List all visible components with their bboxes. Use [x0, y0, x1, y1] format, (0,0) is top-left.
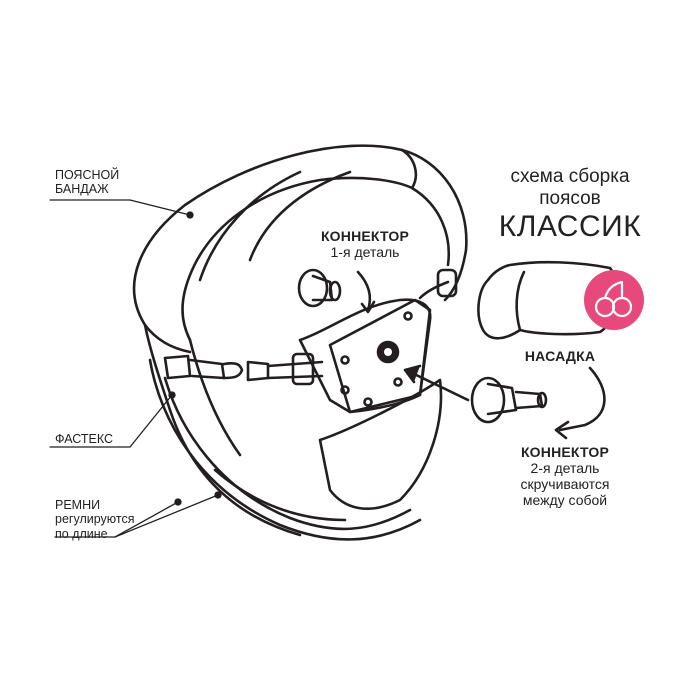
waist-band-label: ПОЯСНОЙ БАНДАЖ [55, 168, 145, 197]
title-line2: поясов [539, 187, 601, 209]
connector1-sub: 1-я деталь [330, 244, 400, 261]
connector-2-shape [470, 376, 548, 424]
cherry-logo-icon [584, 270, 644, 330]
nozzle-shape [477, 260, 618, 340]
connector2-line1: 2-я деталь [530, 460, 600, 477]
nozzle-label-text: НАСАДКА [524, 348, 596, 364]
straps-label-line3: по длине [55, 526, 108, 541]
title-line3: КЛАССИК [498, 209, 642, 243]
waist-band-label-line2: БАНДАЖ [55, 182, 109, 197]
fastex-label: ФАСТЕКС [55, 432, 145, 446]
connector2-title: КОННЕКТОР [520, 444, 610, 460]
connector1-label: КОННЕКТОР 1-я деталь [300, 228, 430, 260]
fastex-label-text: ФАСТЕКС [55, 432, 114, 446]
waist-band-label-line1: ПОЯСНОЙ [55, 168, 120, 182]
band-ring-shape [418, 268, 458, 300]
straps-label: РЕМНИ регулируются по длине [55, 498, 165, 541]
pointer-lines [49, 199, 222, 538]
leg-straps-shape [148, 358, 422, 541]
nozzle-label: НАСАДКА [505, 348, 615, 364]
fastex-buckle-shape [163, 352, 324, 386]
connector-1-shape [297, 268, 342, 308]
connector2-line2: скручиваются [520, 476, 610, 493]
arrows [356, 270, 606, 440]
connector2-label: КОННЕКТОР 2-я деталь скручиваются между … [495, 444, 635, 508]
title-line1: схема сборка [510, 166, 630, 187]
straps-label-line1: РЕМНИ [55, 498, 101, 512]
title-block: схема сборка поясов КЛАССИК [475, 166, 665, 244]
connector2-line3: между собой [522, 492, 608, 509]
waist-band-shape [132, 144, 468, 457]
connector-plate-shape [298, 298, 443, 511]
straps-label-line2: регулируются [55, 512, 135, 527]
connector1-title: КОННЕКТОР [320, 228, 410, 244]
